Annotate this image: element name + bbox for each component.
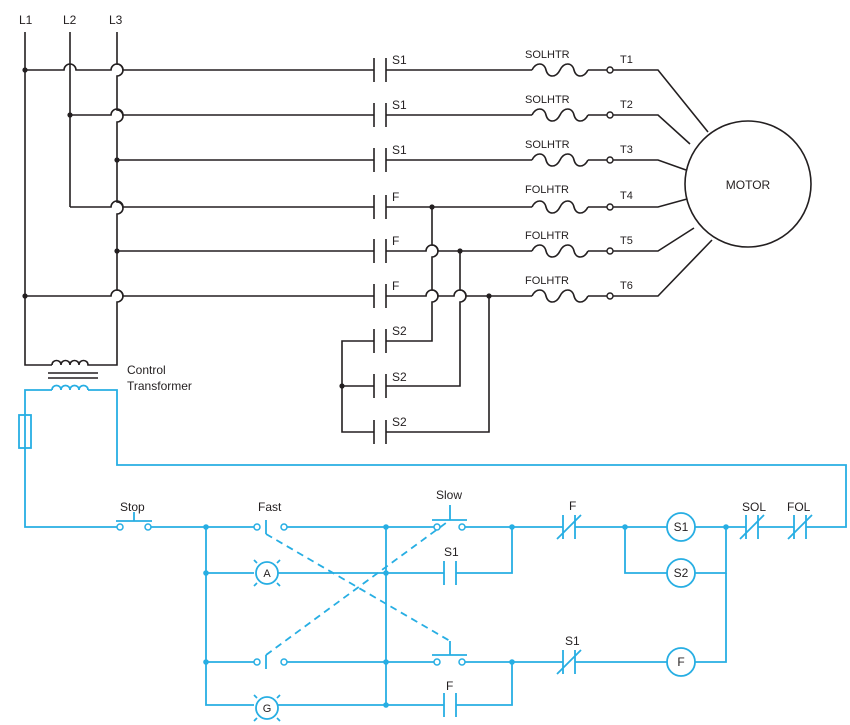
- overload-heaters: SOLHTR SOLHTR SOLHTR FOLHTR FOLHTR FOLHT…: [525, 49, 633, 303]
- svg-text:S2: S2: [392, 324, 407, 338]
- fast-button-lower: [253, 655, 288, 669]
- svg-text:F: F: [392, 190, 399, 204]
- motor: MOTOR: [684, 120, 812, 248]
- svg-text:FOLHTR: FOLHTR: [525, 230, 569, 242]
- pilot-light-a: A: [253, 559, 281, 587]
- pilot-light-g: G: [253, 694, 281, 722]
- coil-f: F: [666, 647, 696, 677]
- svg-text:S1: S1: [392, 53, 407, 67]
- control-transformer: Control Transformer: [48, 359, 192, 393]
- coil-s2: S2: [666, 558, 696, 588]
- contact-f-row4: F: [373, 190, 399, 219]
- contact-f-row6: F: [373, 279, 399, 308]
- svg-text:FOLHTR: FOLHTR: [525, 184, 569, 196]
- sol-label: SOL: [742, 500, 766, 514]
- contact-f-row5: F: [373, 234, 399, 263]
- sol-contact: SOL: [739, 500, 766, 540]
- contact-s1-row3: S1: [373, 143, 407, 172]
- contact-s2-c: S2: [373, 415, 407, 444]
- terminal-t3: T3: [620, 144, 633, 156]
- power-rows: [25, 63, 374, 297]
- contact-to-overload-wires: [386, 69, 532, 297]
- svg-text:SOLHTR: SOLHTR: [525, 94, 570, 106]
- coil-s1: S1: [666, 512, 696, 542]
- terminal-t1: T1: [620, 54, 633, 66]
- junction-dots: [22, 67, 120, 299]
- pilot-g-label: G: [263, 703, 272, 715]
- fol-contact: FOL: [787, 500, 813, 540]
- transformer-label-1: Control: [127, 363, 166, 377]
- secondary-winding: [51, 384, 89, 391]
- heater-row3: SOLHTR: [525, 139, 589, 167]
- f-seal-label: F: [446, 679, 453, 693]
- fol-label: FOL: [787, 500, 811, 514]
- terminal-t2: T2: [620, 99, 633, 111]
- contact-s1-row1: S1: [373, 53, 407, 82]
- f-nc-label: F: [569, 499, 576, 513]
- s1-seal-contact: S1: [443, 545, 459, 585]
- coil-f-label: F: [677, 655, 684, 669]
- svg-text:F: F: [392, 234, 399, 248]
- coil-s1-label: S1: [674, 520, 689, 534]
- svg-text:S1: S1: [392, 98, 407, 112]
- tap-row5: [386, 251, 467, 387]
- label-l1: L1: [19, 13, 33, 27]
- s1-nc-contact: S1: [556, 634, 582, 675]
- svg-text:SOLHTR: SOLHTR: [525, 139, 570, 151]
- heater-row5: FOLHTR: [525, 230, 589, 258]
- f-seal-contact: F: [443, 679, 457, 717]
- slow-label: Slow: [436, 488, 462, 502]
- slow-button-lower: [432, 641, 467, 666]
- fast-label: Fast: [258, 500, 282, 514]
- svg-text:S2: S2: [392, 370, 407, 384]
- primary-winding: [51, 359, 95, 366]
- tap-row6: [386, 296, 490, 433]
- supply-lines: [24, 32, 124, 366]
- svg-text:SOLHTR: SOLHTR: [525, 49, 570, 61]
- heater-row6: FOLHTR: [525, 275, 589, 303]
- heater-row2: SOLHTR: [525, 94, 589, 122]
- slow-button: Slow: [432, 488, 467, 531]
- contact-s1-row2: S1: [373, 98, 407, 127]
- f-nc-contact: F: [556, 499, 582, 540]
- s1-seal-label: S1: [444, 545, 459, 559]
- line-l3: [116, 32, 124, 345]
- heater-row1: SOLHTR: [525, 49, 589, 77]
- row-4-wire: [70, 200, 374, 208]
- transformer-label-2: Transformer: [127, 379, 192, 393]
- linkage-slow-fast: [265, 519, 451, 656]
- heater-row4: FOLHTR: [525, 184, 589, 214]
- pilot-a-label: A: [263, 568, 271, 580]
- coil-s2-label: S2: [674, 566, 689, 580]
- contact-s2-a: S2: [373, 324, 407, 353]
- stop-label: Stop: [120, 500, 145, 514]
- motor-leads: [613, 69, 713, 297]
- s1-nc-label: S1: [565, 634, 580, 648]
- primary-lead-l1: [24, 345, 52, 366]
- control-circuit: Stop Fast Slow: [18, 389, 847, 722]
- contact-s2-b: S2: [373, 370, 407, 398]
- main-contacts: S1 S1 S1 F F F: [373, 53, 407, 308]
- svg-text:S2: S2: [392, 415, 407, 429]
- label-l3: L3: [109, 13, 123, 27]
- stop-button: Stop: [116, 500, 152, 531]
- s2-bridge: S2 S2 S2: [339, 204, 492, 444]
- row-6-wire: [25, 289, 374, 297]
- svg-text:F: F: [392, 279, 399, 293]
- terminal-t4: T4: [620, 190, 633, 202]
- fast-button: Fast: [253, 500, 288, 534]
- row-1-wire: [25, 63, 374, 71]
- terminal-t6: T6: [620, 280, 633, 292]
- svg-text:FOLHTR: FOLHTR: [525, 275, 569, 287]
- label-l2: L2: [63, 13, 77, 27]
- tap-row4: [386, 207, 439, 342]
- terminal-t5: T5: [620, 235, 633, 247]
- motor-label: MOTOR: [726, 178, 771, 192]
- row-2-wire: [70, 108, 374, 116]
- primary-lead-l3: [95, 345, 118, 366]
- svg-text:S1: S1: [392, 143, 407, 157]
